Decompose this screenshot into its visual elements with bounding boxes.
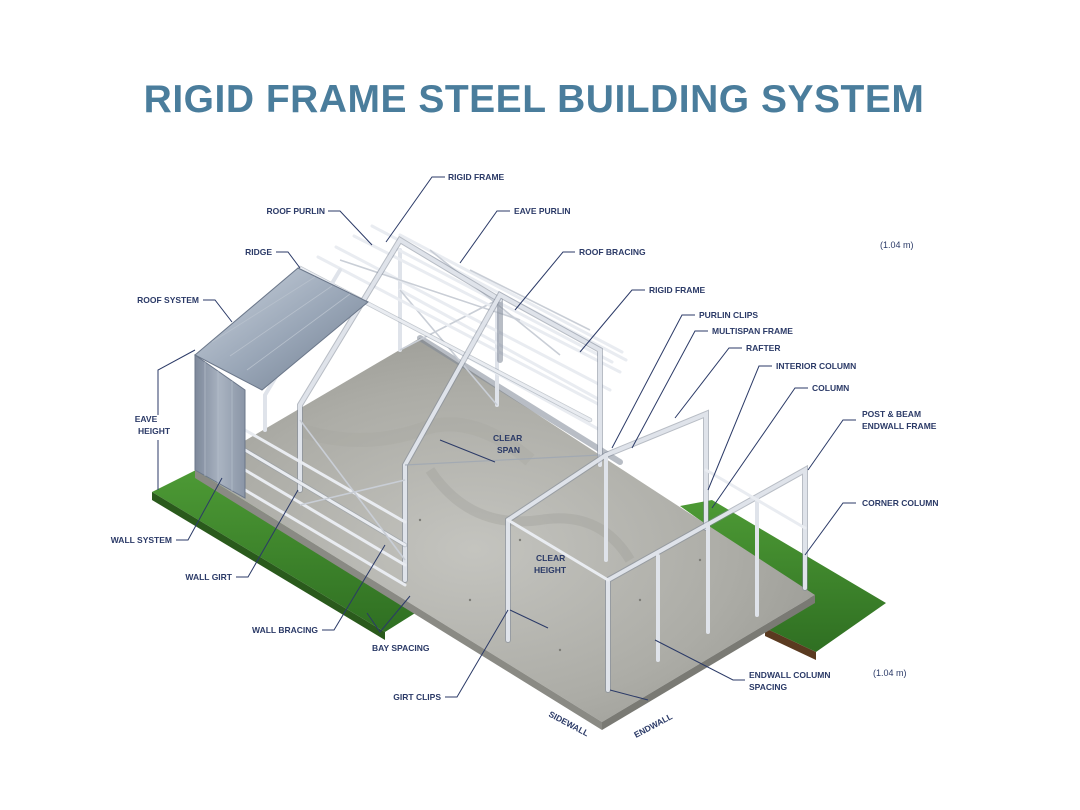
label-purlin-clips: PURLIN CLIPS bbox=[699, 310, 758, 320]
label-corner-column: CORNER COLUMN bbox=[862, 498, 939, 508]
rigid-frame-2 bbox=[402, 290, 603, 583]
labels: RIGID FRAME ROOF PURLIN EAVE PURLIN RIDG… bbox=[111, 172, 939, 740]
label-rafter: RAFTER bbox=[746, 343, 780, 353]
label-wall-bracing: WALL BRACING bbox=[252, 625, 318, 635]
label-post-beam-1: POST & BEAM bbox=[862, 409, 921, 419]
label-roof-purlin: ROOF PURLIN bbox=[266, 206, 325, 216]
note-top-right: (1.04 m) bbox=[880, 240, 914, 250]
label-endwall-column-1: ENDWALL COLUMN bbox=[749, 670, 831, 680]
label-post-beam-2: ENDWALL FRAME bbox=[862, 421, 937, 431]
label-eave-height-1: EAVE bbox=[135, 414, 158, 424]
endwall-frame bbox=[506, 464, 808, 693]
label-clear-span-2: SPAN bbox=[497, 445, 520, 455]
label-eave-purlin: EAVE PURLIN bbox=[514, 206, 571, 216]
label-bay-spacing: BAY SPACING bbox=[372, 643, 430, 653]
label-rigid-frame-mid: RIGID FRAME bbox=[649, 285, 706, 295]
label-roof-system: ROOF SYSTEM bbox=[137, 295, 199, 305]
label-ridge: RIDGE bbox=[245, 247, 272, 257]
label-endwall-column-2: SPACING bbox=[749, 682, 787, 692]
sidewall-girts bbox=[242, 419, 408, 587]
label-wall-system: WALL SYSTEM bbox=[111, 535, 172, 545]
label-endwall: ENDWALL bbox=[632, 711, 674, 740]
label-rigid-frame-top: RIGID FRAME bbox=[448, 172, 505, 182]
label-roof-bracing: ROOF BRACING bbox=[579, 247, 646, 257]
roof-panel bbox=[194, 267, 369, 391]
grass-strip-left bbox=[152, 470, 420, 640]
label-clear-span-1: CLEAR bbox=[493, 433, 522, 443]
leader-lines bbox=[157, 176, 856, 701]
wall-panel bbox=[194, 354, 246, 499]
label-eave-height-2: HEIGHT bbox=[138, 426, 171, 436]
label-interior-column: INTERIOR COLUMN bbox=[776, 361, 856, 371]
diagram-title: RIGID FRAME STEEL BUILDING SYSTEM bbox=[143, 78, 925, 121]
label-multispan-frame: MULTISPAN FRAME bbox=[712, 326, 793, 336]
multispan-frame bbox=[505, 409, 709, 643]
label-wall-girt: WALL GIRT bbox=[185, 572, 232, 582]
rigid-frame-1 bbox=[297, 235, 503, 493]
note-bottom-right: (1.04 m) bbox=[873, 668, 907, 678]
label-clear-height-2: HEIGHT bbox=[534, 565, 567, 575]
label-clear-height-1: CLEAR bbox=[536, 553, 565, 563]
label-girt-clips: GIRT CLIPS bbox=[393, 692, 441, 702]
label-column: COLUMN bbox=[812, 383, 849, 393]
